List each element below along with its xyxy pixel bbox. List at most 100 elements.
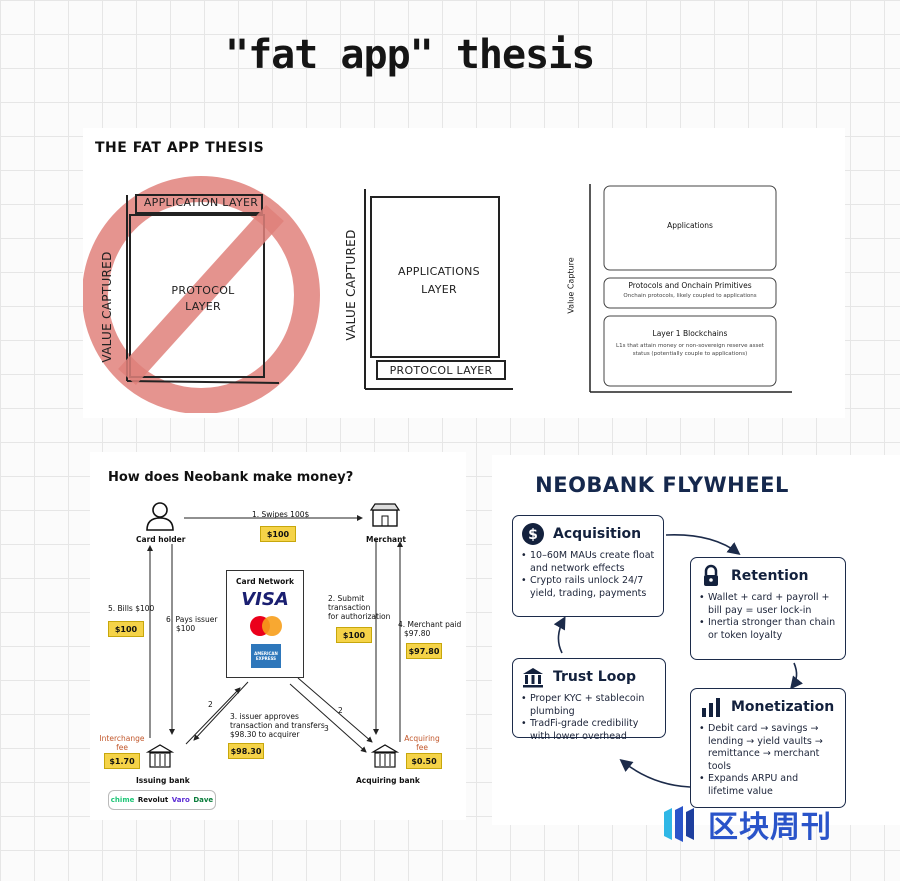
interchange-fee-line1: Interchange: [99, 734, 145, 743]
acquiring-fee-line2: fee: [416, 743, 428, 752]
revolut-logo: Revolut: [137, 796, 169, 804]
application-layer-label: APPLICATION LAYER: [143, 196, 259, 209]
svg-text:$: $: [528, 527, 538, 543]
arrow-acquisition-retention: [665, 534, 741, 555]
application-layer-box: [135, 194, 263, 214]
watermark: 区块周刊: [660, 800, 890, 848]
acquiring-bank-icon: [370, 744, 400, 768]
prohibited-sketch: [83, 176, 320, 413]
chime-logo: chime: [110, 796, 135, 804]
step1-label: 1. Swipes 100$: [252, 510, 310, 519]
layer1-box: [603, 315, 777, 387]
retention-bullet-1: Wallet + card + payroll + bill pay = use…: [699, 592, 837, 617]
neobank-logos: chime Revolut Varo Dave: [108, 790, 216, 810]
layer1-box-subtitle-line2: status (potentially couple to applicatio…: [632, 351, 748, 357]
applications-label-line1: APPLICATIONS: [398, 265, 480, 278]
step3-label-line1: 3. issuer approves: [230, 712, 299, 721]
visa-logo: VISA: [241, 589, 289, 610]
arrow-num-3: 3: [324, 724, 329, 733]
value-capture-sketch: [589, 184, 792, 393]
step2-label-line1: 2. Submit: [328, 594, 365, 603]
varo-logo: Varo: [171, 796, 190, 804]
protocols-box: [603, 277, 777, 309]
card-network-box: Card Network VISA AMERICAN EXPRESS: [226, 570, 304, 678]
arrow-monetization-trust: [619, 759, 691, 788]
mastercard-logo-icon: [250, 616, 282, 636]
protocols-box-title: Protocols and Onchain Primitives: [628, 281, 752, 290]
acquiring-bank-label: Acquiring bank: [356, 776, 420, 785]
step2-label-line2: transaction: [328, 603, 371, 612]
step2-label-line3: for authorization: [328, 612, 391, 621]
step3-label-line2: transaction and transfers: [230, 721, 325, 730]
step4-label-line1: 4. Merchant paid: [398, 620, 462, 629]
trust-bullet-2: TradFi-grade credibility with lower over…: [521, 718, 657, 743]
layer1-box-title: Layer 1 Blockchains: [652, 329, 728, 338]
arrow-trust-acquisition: [553, 616, 566, 654]
money-flow-arrows: [145, 502, 403, 768]
monetization-bullet-2: Expands ARPU and lifetime value: [699, 773, 837, 798]
interchange-fee-line2: fee: [116, 743, 128, 752]
amex-logo-icon: AMERICAN EXPRESS: [251, 644, 281, 668]
amex-line2: EXPRESS: [255, 656, 277, 661]
step3-price: $98.30: [228, 743, 264, 759]
step1-price: $100: [260, 526, 296, 542]
arrow-network-to-issuer: [193, 681, 249, 741]
step2-price: $100: [336, 627, 372, 643]
applications-label-line2: LAYER: [421, 283, 457, 296]
step3-label-line3: $98.30 to acquirer: [230, 730, 300, 739]
issuing-bank-label: Issuing bank: [136, 776, 190, 785]
arrow-retention-monetization: [790, 662, 803, 690]
protocol-layer-box: [129, 214, 265, 378]
prohibit-slash: [118, 204, 284, 386]
step6-label-line1: 6. Pays issuer: [166, 615, 218, 624]
acquisition-card: $ Acquisition 10–60M MAUs create float a…: [512, 515, 664, 617]
watermark-logo-icon: [664, 806, 694, 842]
acquisition-title: Acquisition: [553, 526, 642, 542]
bank-icon: [521, 665, 545, 689]
step6-label-line2: $100: [176, 624, 196, 633]
acquisition-bullet-2: Crypto rails unlock 24/7 yield, trading,…: [521, 575, 655, 600]
neobank-flywheel-panel: NEOBANK FLYWHEEL $ Acquisition 10–60M MA…: [492, 455, 900, 825]
applications-box-label: Applications: [667, 221, 713, 230]
card-holder-icon: [146, 502, 174, 531]
page-title: "fat app" thesis: [225, 32, 595, 78]
right-axis-label: Value Capture: [566, 257, 576, 314]
monetization-bullet-1: Debit card → savings → lending → yield v…: [699, 723, 837, 773]
protocol-layer-bottom-label: PROTOCOL LAYER: [389, 364, 493, 377]
applications-layer-box: [370, 196, 500, 358]
lock-icon: [699, 564, 723, 588]
dollar-icon: $: [521, 522, 545, 546]
issuing-bank-icon: [145, 744, 175, 768]
protocol-layer-label-line1: PROTOCOL: [171, 284, 235, 297]
middle-axis-label: VALUE CAPTURED: [344, 229, 358, 341]
fat-app-panel-title: THE FAT APP THESIS: [95, 140, 265, 156]
x-axis-line: [126, 380, 280, 384]
arrow-transfer-to-acquirer: [297, 677, 373, 743]
card-holder-label: Card holder: [136, 535, 186, 544]
monetization-card: Monetization Debit card → savings → lend…: [690, 688, 846, 808]
card-network-label: Card Network: [236, 577, 294, 586]
left-axis-label: VALUE CAPTURED: [100, 251, 114, 363]
trust-bullet-1: Proper KYC + stablecoin plumbing: [521, 693, 657, 718]
retention-title: Retention: [731, 568, 809, 584]
retention-bullet-2: Inertia stronger than chain or token loy…: [699, 617, 837, 642]
acquiring-fee-line1: Acquiring: [404, 734, 440, 743]
prohibit-circle: [83, 176, 320, 413]
protocol-layer-thin-box: [376, 360, 506, 380]
flywheel-title: NEOBANK FLYWHEEL: [535, 473, 789, 497]
step5-price: $100: [108, 621, 144, 637]
acquisition-bullet-1: 10–60M MAUs create float and network eff…: [521, 550, 655, 575]
merchant-label: Merchant: [366, 535, 407, 544]
layer1-box-subtitle-line1: L1s that attain money or non-sovereign r…: [616, 343, 764, 349]
retention-card: Retention Wallet + card + payroll + bill…: [690, 557, 846, 660]
step4-label-line2: $97.80: [404, 629, 431, 638]
interchange-price: $1.70: [104, 753, 140, 769]
protocols-box-subtitle: Onchain protocols, likely coupled to app…: [623, 293, 757, 299]
arrow-num-2a: 2: [208, 700, 213, 709]
neobank-money-panel: How does Neobank make money?: [90, 452, 466, 820]
amex-line1: AMERICAN: [254, 651, 278, 656]
bar-chart-icon: [699, 695, 723, 719]
applications-box: [603, 185, 777, 271]
fat-app-thesis-panel: THE FAT APP THESIS APPLICATION LAYER PRO…: [83, 128, 845, 418]
merchant-store-icon: [369, 503, 401, 527]
